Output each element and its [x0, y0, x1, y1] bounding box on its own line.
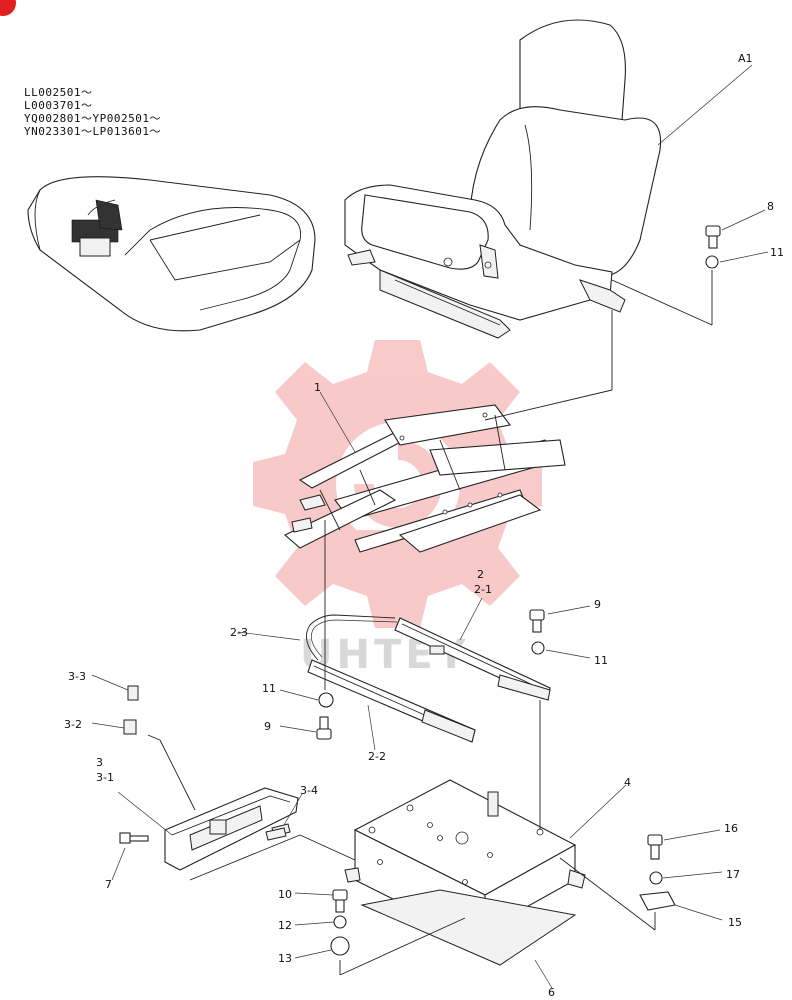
label-part-2-1: 2-1	[474, 583, 492, 596]
washer-11-lower-icon	[318, 692, 334, 708]
reference-seat-cushion	[27, 176, 316, 332]
label-a1: A1	[738, 52, 753, 65]
label-part-3-2: 3-2	[64, 718, 82, 731]
slide-rail-set	[305, 614, 551, 743]
serial-number-list: LL002501～ L0003701～ YQ002801～YP002501～ Y…	[24, 86, 161, 138]
label-part-9-upper: 9	[594, 598, 601, 611]
callout-labels: A1 1 2 2-1 2-2 2-3 3 3-1 3-2 3-3 3-4 4 6…	[64, 52, 784, 999]
leader-lines	[147, 270, 713, 976]
nut-13-icon	[330, 936, 350, 956]
slide-frame-assembly	[284, 404, 566, 553]
label-part-11-lower: 11	[262, 682, 276, 695]
bottom-cover-sheet	[360, 889, 577, 966]
callout-leaders	[91, 64, 769, 989]
clip-3-3	[127, 685, 139, 701]
label-part-1: 1	[314, 381, 321, 394]
washer-11-icon	[705, 255, 719, 269]
label-part-2-3: 2-3	[230, 626, 248, 639]
label-part-3-3: 3-3	[68, 670, 86, 683]
label-part-3-4: 3-4	[300, 784, 318, 797]
bolt-8-icon	[705, 225, 721, 249]
label-part-16: 16	[724, 822, 738, 835]
serial-range-4: YN023301～LP013601～	[24, 125, 161, 138]
label-part-13: 13	[278, 952, 292, 965]
corner-badge	[0, 0, 16, 16]
label-part-3-1: 3-1	[96, 771, 114, 784]
bolt-10-icon	[332, 889, 348, 913]
label-part-2-2: 2-2	[368, 750, 386, 763]
washer-11-upper-icon	[531, 641, 545, 655]
clip-3-2	[123, 719, 137, 735]
small-parts	[119, 225, 721, 956]
label-part-7: 7	[105, 878, 112, 891]
label-part-6: 6	[548, 986, 555, 999]
bolt-9-upper-icon	[529, 609, 545, 633]
label-part-4: 4	[624, 776, 631, 789]
label-part-15: 15	[728, 916, 742, 929]
bracket-15-icon	[639, 891, 676, 911]
label-part-2: 2	[477, 568, 484, 581]
label-part-17: 17	[726, 868, 740, 881]
serial-range-1: LL002501～	[24, 86, 93, 99]
label-part-3: 3	[96, 756, 103, 769]
label-part-11-mid: 11	[594, 654, 608, 667]
label-part-12: 12	[278, 919, 292, 932]
label-part-8: 8	[767, 200, 774, 213]
pad-3-4	[265, 827, 287, 841]
label-part-11-top: 11	[770, 246, 784, 259]
serial-range-2: L0003701～	[24, 99, 93, 112]
bolt-9-lower-icon	[316, 716, 332, 740]
bolt-7-icon	[119, 832, 149, 844]
bolt-16-icon	[647, 834, 663, 860]
washer-12-icon	[333, 915, 347, 929]
washer-17-icon	[649, 871, 663, 885]
label-part-9-lower: 9	[264, 720, 271, 733]
seat-assembly	[344, 19, 662, 339]
serial-range-3: YQ002801～YP002501～	[24, 112, 161, 125]
label-part-10: 10	[278, 888, 292, 901]
